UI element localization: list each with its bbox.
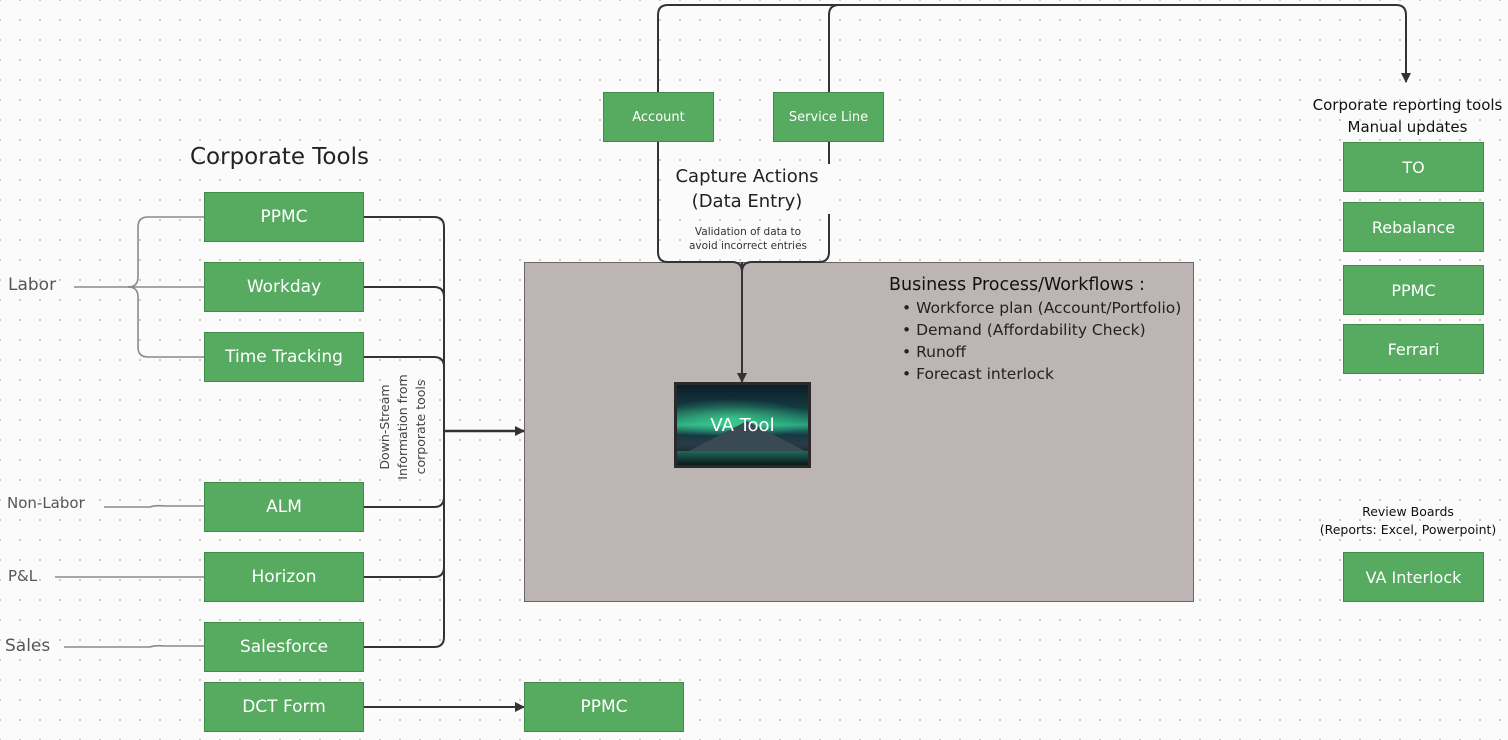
report-tool-rebalance[interactable]: Rebalance bbox=[1343, 202, 1484, 252]
label-labor: Labor bbox=[8, 275, 57, 295]
bp-item: Forecast interlock bbox=[902, 363, 1181, 385]
tool-horizon[interactable]: Horizon bbox=[204, 552, 364, 602]
bp-item: Demand (Affordability Check) bbox=[902, 319, 1181, 341]
report-tool-to[interactable]: TO bbox=[1343, 142, 1484, 192]
tool-alm[interactable]: ALM bbox=[204, 482, 364, 532]
tool-ppmc[interactable]: PPMC bbox=[204, 192, 364, 242]
labor-bracket bbox=[74, 216, 204, 358]
tool-dct-form[interactable]: DCT Form bbox=[204, 682, 364, 732]
capture-bracket bbox=[657, 142, 830, 383]
report-tool-ppmc[interactable]: PPMC bbox=[1343, 265, 1484, 315]
review-boards-title: Review Boards (Reports: Excel, Powerpoin… bbox=[1319, 504, 1497, 537]
capture-actions-title: Capture Actions (Data Entry) bbox=[662, 164, 832, 214]
water-image bbox=[677, 451, 808, 465]
reporting-loop bbox=[657, 4, 1411, 92]
ppmc-output-box[interactable]: PPMC bbox=[524, 682, 684, 732]
label-non-labor: Non-Labor bbox=[7, 494, 85, 512]
account-box[interactable]: Account bbox=[603, 92, 714, 142]
bp-item: Runoff bbox=[902, 341, 1181, 363]
tool-workday[interactable]: Workday bbox=[204, 262, 364, 312]
non-labor-line bbox=[104, 504, 204, 508]
business-process-list: Workforce plan (Account/Portfolio) Deman… bbox=[902, 297, 1181, 385]
label-pl: P&L bbox=[8, 567, 38, 585]
va-tool-label: VA Tool bbox=[710, 414, 775, 436]
capture-actions-note: Validation of data to avoid incorrect en… bbox=[688, 226, 808, 252]
va-tool[interactable]: VA Tool bbox=[674, 382, 811, 468]
business-process-title: Business Process/Workflows : bbox=[889, 275, 1145, 295]
downstream-bus bbox=[364, 216, 525, 648]
report-tool-ferrari[interactable]: Ferrari bbox=[1343, 324, 1484, 374]
reporting-title: Corporate reporting tools Manual updates bbox=[1312, 96, 1503, 136]
tool-time-tracking[interactable]: Time Tracking bbox=[204, 332, 364, 382]
va-interlock-box[interactable]: VA Interlock bbox=[1343, 552, 1484, 602]
bp-item: Workforce plan (Account/Portfolio) bbox=[902, 297, 1181, 319]
label-sales: Sales bbox=[5, 636, 51, 656]
service-line-box[interactable]: Service Line bbox=[773, 92, 884, 142]
sales-line bbox=[64, 644, 204, 648]
corporate-tools-title: Corporate Tools bbox=[190, 144, 369, 170]
tool-salesforce[interactable]: Salesforce bbox=[204, 622, 364, 672]
